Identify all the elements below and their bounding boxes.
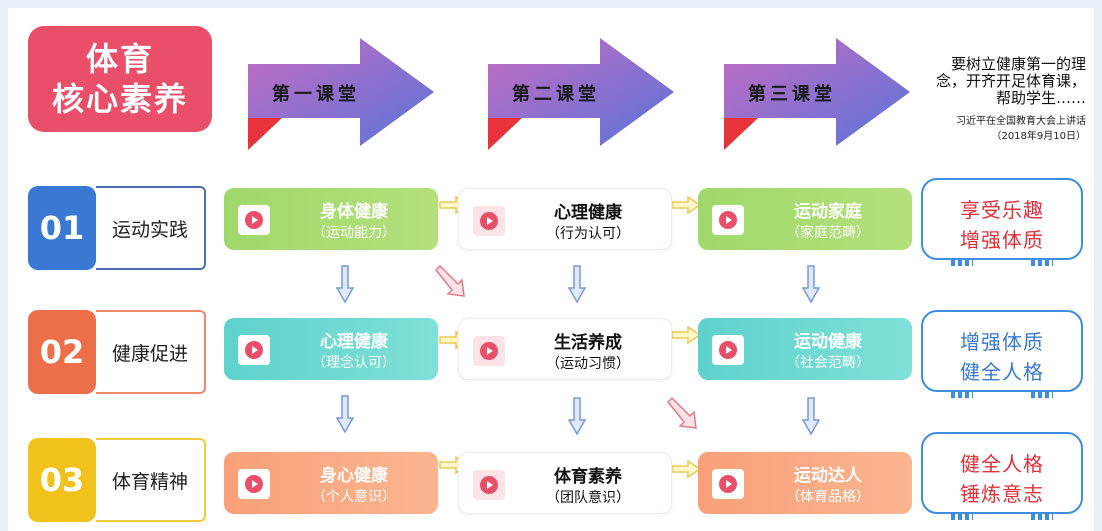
- node-r1-c3: 运动家庭 （家庭范畴）: [698, 188, 912, 250]
- node-r2-c2: 生活养成 （运动习惯）: [458, 318, 672, 380]
- node-subtitle: （团队意识）: [546, 490, 630, 506]
- row-3-title: 体育精神: [96, 438, 206, 522]
- node-r1-c2: 心理健康 （行为认可）: [458, 188, 672, 250]
- node-r3-c1: 身心健康 （个人意识）: [224, 452, 438, 514]
- row-1-label: 01 运动实践: [28, 186, 206, 270]
- result-line-2: 增强体质: [960, 228, 1044, 252]
- row-1-title: 运动实践: [96, 186, 206, 270]
- arrow-circle-icon: [238, 335, 270, 365]
- node-r2-c3: 运动健康 （社会范畴）: [698, 318, 912, 380]
- row-2-number: 02: [28, 310, 96, 394]
- result-box-1: 享受乐趣 增强体质: [921, 178, 1083, 266]
- node-subtitle: （社会范畴）: [786, 355, 870, 371]
- v-arrow-c3-2: [801, 397, 821, 436]
- node-subtitle: （家庭范畴）: [786, 225, 870, 241]
- h-arrow-2b: [671, 325, 702, 345]
- result-line-1: 增强体质: [960, 330, 1044, 354]
- row-1-number: 01: [28, 186, 96, 270]
- result-box-2: 增强体质 健全人格: [921, 310, 1083, 398]
- arrow-circle-icon: [473, 336, 505, 366]
- node-title: 运动达人: [794, 466, 862, 486]
- column-arrows: [248, 38, 910, 150]
- v-arrow-c1-1: [335, 265, 355, 304]
- decor-dots: [1031, 392, 1053, 398]
- node-r1-c1: 身体健康 （运动能力）: [224, 188, 438, 250]
- decor-dots: [951, 260, 973, 266]
- arrow-circle-icon: [712, 335, 744, 365]
- decor-dots: [1031, 260, 1053, 266]
- v-arrow-c3-1: [801, 265, 821, 304]
- arrow-circle-icon: [473, 470, 505, 500]
- column-arrow-1-shape: [248, 38, 434, 150]
- decor-dots: [951, 392, 973, 398]
- row-2-title: 健康促进: [96, 310, 206, 394]
- column-label-1: 第一课堂: [272, 84, 360, 105]
- node-title: 心理健康: [554, 203, 622, 223]
- column-arrow-3-shape: [724, 38, 910, 150]
- v-arrow-c2-1: [567, 265, 587, 304]
- title-box: 体育 核心素养: [28, 26, 212, 132]
- node-title: 身体健康: [320, 202, 388, 222]
- node-subtitle: （理念认可）: [312, 355, 396, 371]
- quote-source-speaker: 习近平在全国教育大会上讲话: [956, 116, 1086, 127]
- column-arrow-2-shape: [488, 38, 674, 150]
- result-box-3: 健全人格 锤炼意志: [921, 432, 1083, 520]
- column-label-3: 第三课堂: [748, 84, 836, 105]
- arrow-circle-icon: [238, 205, 270, 235]
- node-title: 生活养成: [554, 333, 622, 353]
- quote-source: 习近平在全国教育大会上讲话 （2018年9月10日）: [926, 114, 1086, 144]
- arrow-circle-icon: [238, 469, 270, 499]
- h-arrow-1b: [671, 195, 702, 215]
- node-r2-c1: 心理健康 （理念认可）: [224, 318, 438, 380]
- result-line-1: 健全人格: [960, 452, 1044, 476]
- node-r3-c2: 体育素养 （团队意识）: [458, 452, 672, 514]
- arrow-circle-icon: [712, 469, 744, 499]
- diag-arrow-2: [666, 396, 697, 429]
- node-title: 运动健康: [794, 332, 862, 352]
- v-arrow-c2-2: [567, 397, 587, 436]
- result-line-2: 锤炼意志: [960, 482, 1044, 506]
- node-title: 体育素养: [554, 467, 622, 487]
- node-subtitle: （运动习惯）: [546, 356, 630, 372]
- node-title: 身心健康: [320, 466, 388, 486]
- row-2-label: 02 健康促进: [28, 310, 206, 394]
- result-line-1: 享受乐趣: [960, 198, 1044, 222]
- h-arrow-3b: [671, 459, 702, 479]
- result-line-2: 健全人格: [960, 360, 1044, 384]
- node-title: 运动家庭: [794, 202, 862, 222]
- v-arrow-c1-2: [335, 395, 355, 434]
- row-3-label: 03 体育精神: [28, 438, 206, 522]
- arrow-circle-icon: [712, 205, 744, 235]
- node-r3-c3: 运动达人 （体育品格）: [698, 452, 912, 514]
- quote-source-date: （2018年9月10日）: [991, 131, 1086, 142]
- title-text: 体育 核心素养: [51, 40, 188, 118]
- arrow-circle-icon: [473, 206, 505, 236]
- node-subtitle: （体育品格）: [786, 489, 870, 505]
- decor-dots: [1031, 514, 1053, 520]
- quote-text: 要树立健康第一的理念，开齐开足体育课，帮助学生……: [935, 55, 1086, 107]
- node-subtitle: （个人意识）: [312, 489, 396, 505]
- node-title: 心理健康: [320, 332, 388, 352]
- column-label-2: 第二课堂: [512, 84, 600, 105]
- decor-dots: [951, 514, 973, 520]
- node-subtitle: （行为认可）: [546, 226, 630, 242]
- diag-arrow-1: [434, 264, 465, 297]
- node-subtitle: （运动能力）: [312, 225, 396, 241]
- row-3-number: 03: [28, 438, 96, 522]
